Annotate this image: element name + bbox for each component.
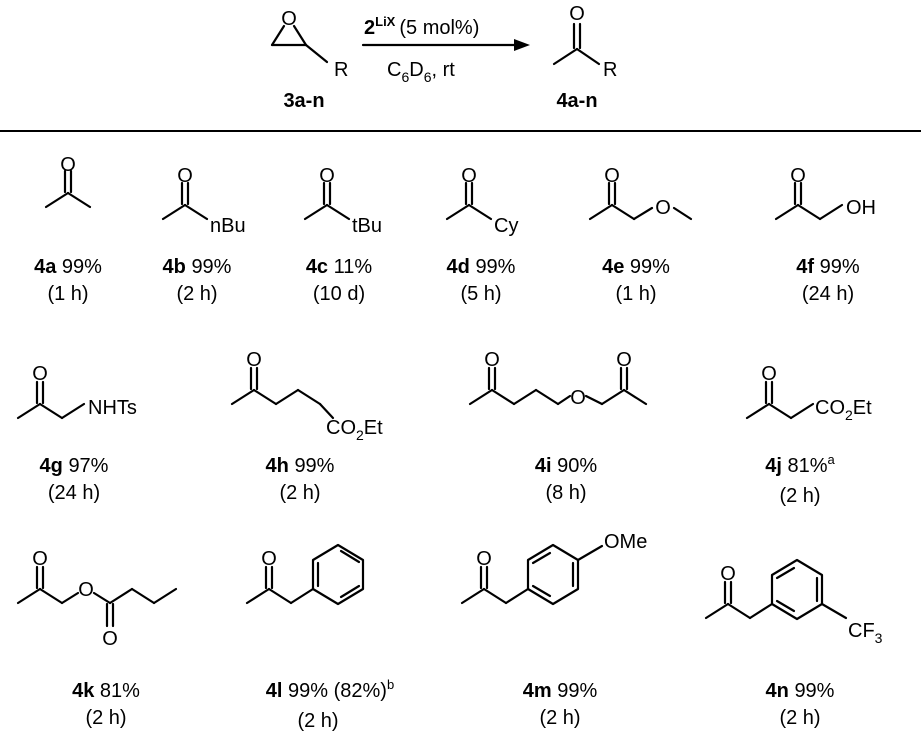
caption-4h: 4h 99% (266, 455, 335, 477)
structure-4n: O CF3 (704, 558, 883, 646)
time-4a: (1 h) (47, 283, 88, 305)
svg-text:O: O (32, 548, 48, 570)
svg-text:O: O (604, 165, 620, 187)
svg-text:O: O (319, 165, 335, 187)
svg-text:O: O (261, 548, 277, 570)
svg-text:OMe: OMe (604, 531, 647, 553)
svg-text:tBu: tBu (352, 215, 382, 237)
caption-4f: 4f 99% (796, 256, 860, 278)
structure-4a: O (44, 154, 92, 209)
caption-4d: 4d 99% (447, 256, 516, 278)
svg-text:O: O (246, 349, 262, 371)
time-4b: (2 h) (176, 283, 217, 305)
svg-text:O: O (102, 628, 118, 650)
svg-text:O: O (655, 197, 671, 219)
svg-text:CO2Et: CO2Et (326, 417, 383, 443)
structure-4g: O NHTs (16, 363, 137, 420)
svg-text:CF3: CF3 (848, 620, 883, 646)
structure-4b: O nBu (161, 165, 246, 237)
svg-text:O: O (60, 154, 76, 176)
catalyst-label: 2LiX(5 mol%) (364, 14, 479, 39)
epoxide-reactant: O R (270, 8, 348, 81)
svg-text:O: O (484, 349, 500, 371)
time-4h: (2 h) (279, 482, 320, 504)
time-4m: (2 h) (539, 707, 580, 729)
structure-4k: O O O (16, 548, 178, 650)
caption-4i: 4i 90% (535, 455, 597, 477)
caption-4m: 4m 99% (523, 680, 598, 702)
time-4k: (2 h) (85, 707, 126, 729)
structure-4l: O (245, 543, 365, 606)
caption-4e: 4e 99% (602, 256, 670, 278)
structure-4c: O tBu (303, 165, 382, 237)
time-4j: (2 h) (779, 485, 820, 507)
structure-4f: O OH (774, 165, 876, 221)
caption-4c: 4c 11% (306, 256, 373, 278)
product-r-group: R (603, 59, 617, 81)
reaction-arrow (361, 39, 530, 51)
caption-4g: 4g 97% (40, 455, 109, 477)
conditions-label: C6D6, rt (387, 59, 455, 85)
caption-4l: 4l 99% (82%)b (266, 677, 394, 702)
time-4c: (10 d) (313, 283, 365, 305)
caption-4j: 4j 81%a (765, 452, 835, 477)
caption-4a: 4a 99% (34, 256, 102, 278)
time-4i: (8 h) (545, 482, 586, 504)
time-4e: (1 h) (615, 283, 656, 305)
svg-text:O: O (570, 387, 586, 409)
time-4l: (2 h) (297, 710, 338, 732)
svg-text:O: O (761, 363, 777, 385)
time-4d: (5 h) (460, 283, 501, 305)
time-4g: (24 h) (48, 482, 100, 504)
product-oxygen: O (569, 3, 585, 25)
svg-text:O: O (616, 349, 632, 371)
svg-text:O: O (476, 548, 492, 570)
structure-4h: O CO2Et (230, 349, 383, 443)
structure-4j: O CO2Et (745, 363, 872, 423)
caption-4n: 4n 99% (766, 680, 835, 702)
svg-text:O: O (720, 563, 736, 585)
svg-text:O: O (32, 363, 48, 385)
time-4n: (2 h) (779, 707, 820, 729)
svg-text:OH: OH (846, 197, 876, 219)
structure-4e: O O (588, 165, 693, 221)
reactant-r-group: R (334, 59, 348, 81)
structure-4d: O Cy (445, 165, 518, 237)
svg-text:CO2Et: CO2Et (815, 397, 872, 423)
reactant-label: 3a-n (283, 90, 324, 112)
svg-text:O: O (461, 165, 477, 187)
time-4f: (24 h) (802, 283, 854, 305)
svg-text:O: O (177, 165, 193, 187)
svg-text:Cy: Cy (494, 215, 518, 237)
epoxide-oxygen: O (281, 8, 297, 30)
structure-4i: O O O (468, 349, 648, 409)
svg-text:nBu: nBu (210, 215, 246, 237)
ketone-product: O R (552, 3, 617, 81)
product-label: 4a-n (556, 90, 597, 112)
svg-text:NHTs: NHTs (88, 397, 137, 419)
structure-4m: O OMe (460, 531, 647, 606)
svg-text:O: O (78, 579, 94, 601)
caption-4b: 4b 99% (163, 256, 232, 278)
svg-text:O: O (790, 165, 806, 187)
caption-4k: 4k 81% (72, 680, 140, 702)
